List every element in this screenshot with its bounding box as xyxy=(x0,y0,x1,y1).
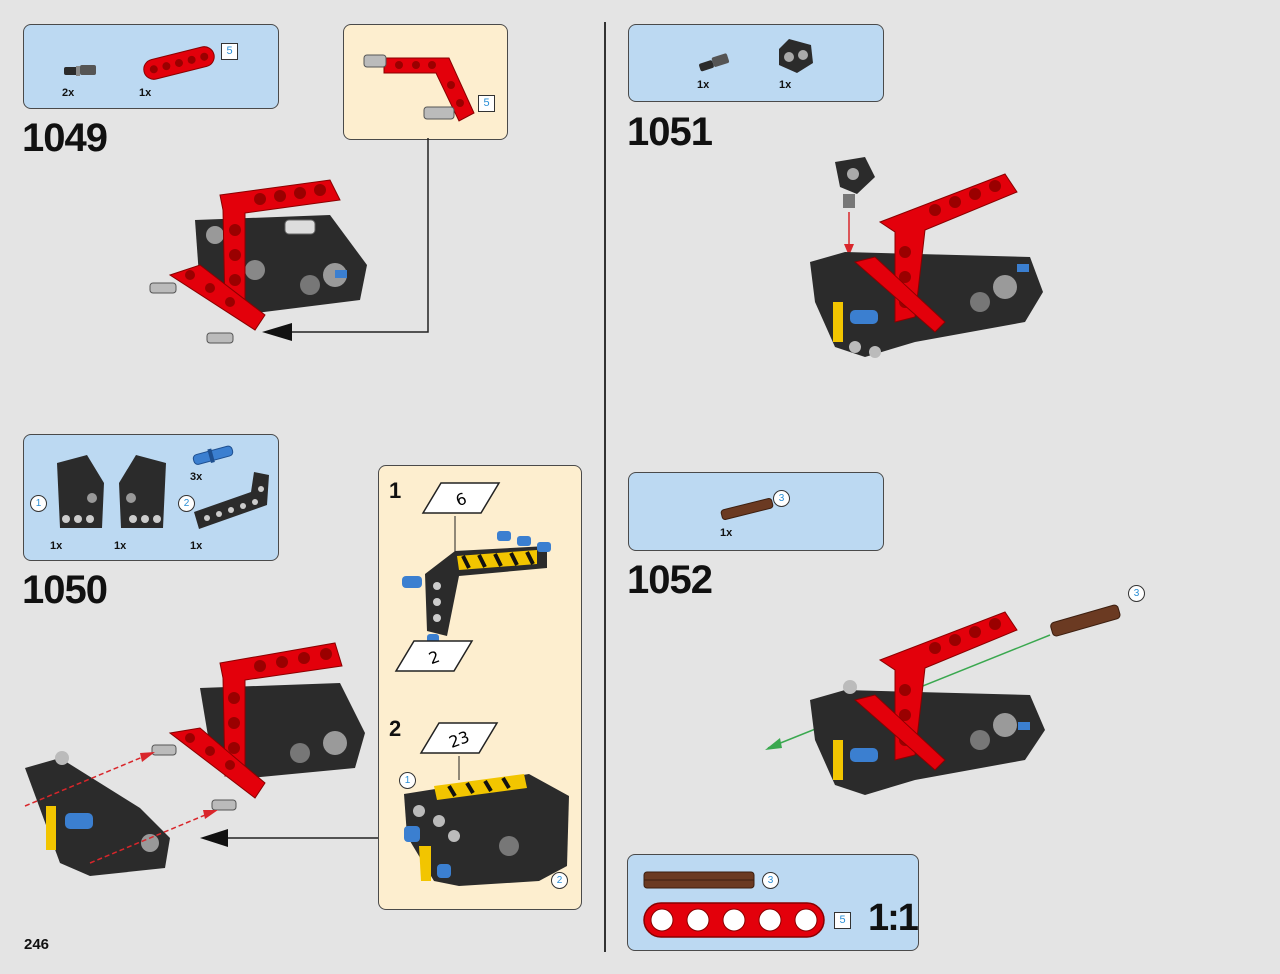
red-beam-with-pins-icon xyxy=(363,54,475,122)
panel-ref-1: 1 xyxy=(399,772,416,789)
part-ref-2: 2 xyxy=(178,495,195,512)
red-beam-icon xyxy=(143,46,215,80)
scale-axle-length: 3 xyxy=(762,872,779,889)
red-beam-scale-icon xyxy=(643,902,825,938)
subassembly-callout-1049: 5 xyxy=(343,24,508,140)
part-qty-panel-right: 1x xyxy=(114,540,127,552)
substep-number-1: 1 xyxy=(389,478,402,503)
sticker-23-icon: 23 xyxy=(419,722,499,754)
model-assembly-1049 xyxy=(149,179,367,344)
parts-callout-1050: 1 1x 2 1x 3x 1x xyxy=(23,434,279,561)
sticker-6-icon: 6 xyxy=(421,482,501,514)
substep-1-assembly xyxy=(402,516,551,644)
scale-beam-length: 5 xyxy=(834,912,851,929)
subassembly-length-label: 5 xyxy=(478,95,495,112)
axle-ref-1052: 3 xyxy=(1128,585,1145,602)
axle-length-ref: 3 xyxy=(773,490,790,507)
beam-length-label: 5 xyxy=(221,43,238,60)
scale-reference-box: 3 5 1:1 xyxy=(627,854,919,951)
substep-2-assembly xyxy=(404,756,569,886)
part-ref-1: 1 xyxy=(30,495,47,512)
black-connector-icon xyxy=(779,39,813,73)
part-qty-connector: 1x xyxy=(779,79,792,91)
model-assembly-1051 xyxy=(810,157,1043,358)
black-panel-left-icon xyxy=(57,455,104,528)
black-panel-right-icon xyxy=(119,455,166,528)
part-qty-beam: 1x xyxy=(139,87,152,99)
part-qty-axle: 1x xyxy=(720,527,733,539)
sticker-2-icon: 2 xyxy=(394,640,474,672)
step-number-1050: 1050 xyxy=(22,568,108,612)
step-number-1049: 1049 xyxy=(22,116,108,160)
black-l-beam-icon xyxy=(194,472,269,529)
subassembly-callout-1050: 1 6 2 2 23 1 2 xyxy=(378,465,582,910)
part-qty-l-beam: 1x xyxy=(190,540,203,552)
brown-axle-scale-icon xyxy=(643,871,755,889)
model-assembly-1052 xyxy=(765,604,1121,795)
part-qty-panel-left: 1x xyxy=(50,540,63,552)
model-assembly-1050 xyxy=(24,642,365,876)
substep-number-2: 2 xyxy=(389,716,402,741)
part-qty-pin-1051: 1x xyxy=(697,79,710,91)
part-qty-blue-pin: 3x xyxy=(190,471,203,483)
parts-callout-1052: 3 1x xyxy=(628,472,884,551)
black-pin-icon xyxy=(64,65,96,76)
panel-ref-2: 2 xyxy=(551,872,568,889)
parts-callout-1049: 2x 1x 5 xyxy=(23,24,279,109)
brown-axle-icon xyxy=(720,497,774,521)
part-qty-pin: 2x xyxy=(62,87,75,99)
blue-pin-icon xyxy=(192,445,234,465)
step-number-1051: 1051 xyxy=(627,110,713,154)
column-divider xyxy=(604,22,606,952)
scale-label: 1:1 xyxy=(868,897,919,939)
black-pin-icon-1051 xyxy=(699,53,730,72)
parts-callout-1051: 1x 1x xyxy=(628,24,884,102)
page-number: 246 xyxy=(24,936,50,953)
step-number-1052: 1052 xyxy=(627,558,713,602)
